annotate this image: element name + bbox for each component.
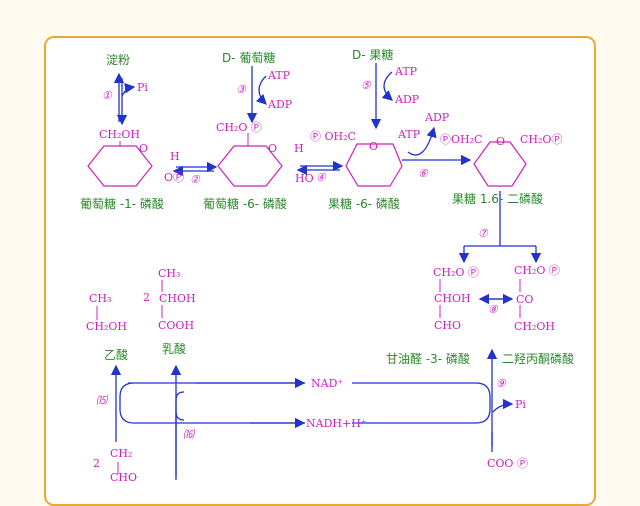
- step-8: ⑧: [488, 303, 498, 316]
- label-adp-6: ADP: [425, 111, 450, 124]
- formula-lactic-num: 2: [143, 291, 150, 304]
- label-adp-3: ADP: [268, 98, 293, 111]
- diagram-frame: [44, 36, 596, 506]
- diagram-lines: [87, 63, 542, 480]
- label-lactic-acid: 乳酸: [162, 342, 187, 356]
- formula-ch2-num: 2: [93, 457, 100, 470]
- formula-coop: COO Ⓟ: [487, 457, 528, 470]
- formula-g1p-o: O: [139, 142, 149, 155]
- formula-f16-o: O: [496, 135, 506, 148]
- formula-f16-ch2op: CH₂OⓅ: [520, 133, 563, 146]
- label-dihydroxyacetone-phosphate: 二羟丙酮磷酸: [502, 352, 575, 366]
- formula-f6p-poh2c: Ⓟ OH₂C: [310, 130, 356, 143]
- step-7: ⑦: [478, 227, 488, 240]
- label-acetic-acid: 乙酸: [104, 348, 129, 362]
- formula-g1p-op: OⓅ: [164, 171, 185, 184]
- label-atp-5: ATP: [395, 65, 418, 78]
- formula-g6p-h: H: [294, 142, 304, 155]
- formula-dhap-2: CO: [516, 293, 534, 306]
- formula-g1p-ch2oh: CH₂OH: [99, 128, 141, 141]
- label-starch: 淀粉: [106, 53, 131, 67]
- label-fructose-6-phosphate: 果糖 -6- 磷酸: [328, 197, 400, 211]
- formula-f16-poh2c: ⓅOH₂C: [440, 133, 483, 146]
- loop-inner-16b: [175, 411, 185, 421]
- formula-g1p-h: H: [170, 150, 180, 163]
- step-3: ③: [236, 83, 246, 96]
- label-atp-3: ATP: [268, 69, 291, 82]
- label-fructose-16-bisphosphate: 果糖 1.6- 二磷酸: [452, 192, 544, 206]
- arrow-pi-1: [121, 82, 136, 97]
- formula-lactic-3: COOH: [158, 319, 195, 332]
- formula-gap-1: CH₂O Ⓟ: [433, 266, 479, 279]
- step-9: ⑨: [496, 377, 506, 390]
- label-pi-9: Pi: [515, 398, 526, 411]
- label-nadh: NADH+H⁺: [306, 417, 367, 430]
- formula-acetic-2: CH₂OH: [86, 320, 128, 333]
- label-nad: NAD⁺: [311, 377, 344, 390]
- formula-gap-2: CHOH: [434, 292, 471, 305]
- step-2: ②: [190, 173, 200, 186]
- step-16: ⒃: [183, 428, 194, 441]
- formula-dhap-3: CH₂OH: [514, 320, 556, 333]
- label-atp-6: ATP: [398, 128, 421, 141]
- arrow-atp-adp-5: [381, 71, 393, 101]
- formula-g6p-o: O: [268, 142, 278, 155]
- step-1: ①: [102, 89, 112, 102]
- step-5: ⑤: [361, 79, 371, 92]
- formula-dhap-1: CH₂O Ⓟ: [514, 264, 560, 277]
- formula-acetic-1: CH₃: [89, 292, 112, 305]
- step-4: ④: [316, 171, 326, 184]
- arrow-atp-adp-3: [255, 75, 267, 105]
- formula-lactic-2: CHOH: [159, 292, 196, 305]
- formula-g6p-ho: HO: [295, 172, 314, 185]
- label-glucose-1-phosphate: 葡萄糖 -1- 磷酸: [80, 197, 164, 211]
- formula-ch2: CH₂: [110, 447, 133, 460]
- formula-f6p-o: O: [369, 140, 379, 153]
- ring-f16: [473, 141, 527, 187]
- label-d-glucose: D- 葡萄糖: [222, 51, 276, 65]
- label-glyceraldehyde-3-phosphate: 甘油醛 -3- 磷酸: [386, 352, 470, 366]
- formula-cho: CHO: [110, 471, 138, 484]
- formula-lactic-1: CH₃: [158, 267, 181, 280]
- step-6: ⑥: [418, 167, 428, 180]
- arrow-pi-9: [492, 398, 514, 413]
- label-adp-5: ADP: [395, 93, 420, 106]
- ring-f6p: [345, 143, 403, 187]
- step-15: ⒂: [96, 394, 107, 407]
- ring-g1p: [87, 145, 153, 187]
- glycolysis-diagram: 淀粉 D- 葡萄糖 D- 果糖 葡萄糖 -1- 磷酸 葡萄糖 -6- 磷酸 果糖…: [44, 36, 596, 506]
- ring-g6p: [217, 145, 283, 187]
- label-pi-1: Pi: [137, 81, 148, 94]
- label-glucose-6-phosphate: 葡萄糖 -6- 磷酸: [203, 197, 287, 211]
- arrow-atp-adp-6: [407, 126, 437, 156]
- formula-g6p-ch2op: CH₂O Ⓟ: [216, 121, 262, 134]
- formula-gap-3: CHO: [434, 319, 462, 332]
- label-d-fructose: D- 果糖: [352, 48, 394, 62]
